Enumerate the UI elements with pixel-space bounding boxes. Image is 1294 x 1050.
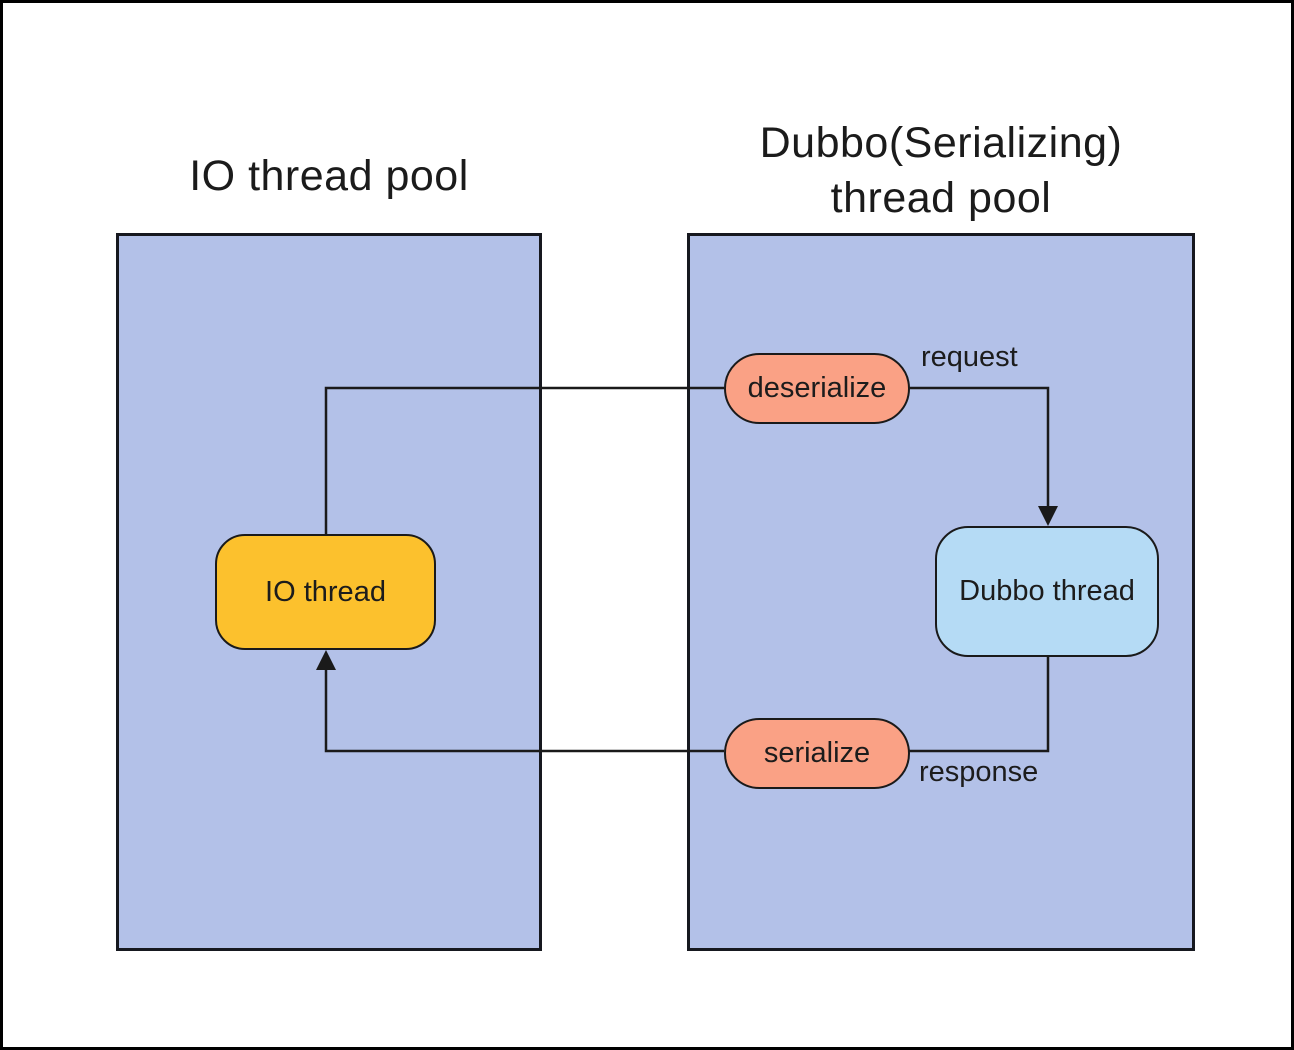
deserialize-node: deserialize (724, 353, 910, 424)
request-edge-label: request (921, 341, 1018, 373)
response-edge-label: response (919, 756, 1039, 788)
dubbo-pool-title: Dubbo(Serializing) thread pool (759, 119, 1123, 222)
io-thread-node: IO thread (215, 534, 436, 650)
dubbo-thread-node: Dubbo thread (935, 526, 1159, 657)
io-pool-title: IO thread pool (189, 152, 469, 200)
serialize-node: serialize (724, 718, 910, 789)
